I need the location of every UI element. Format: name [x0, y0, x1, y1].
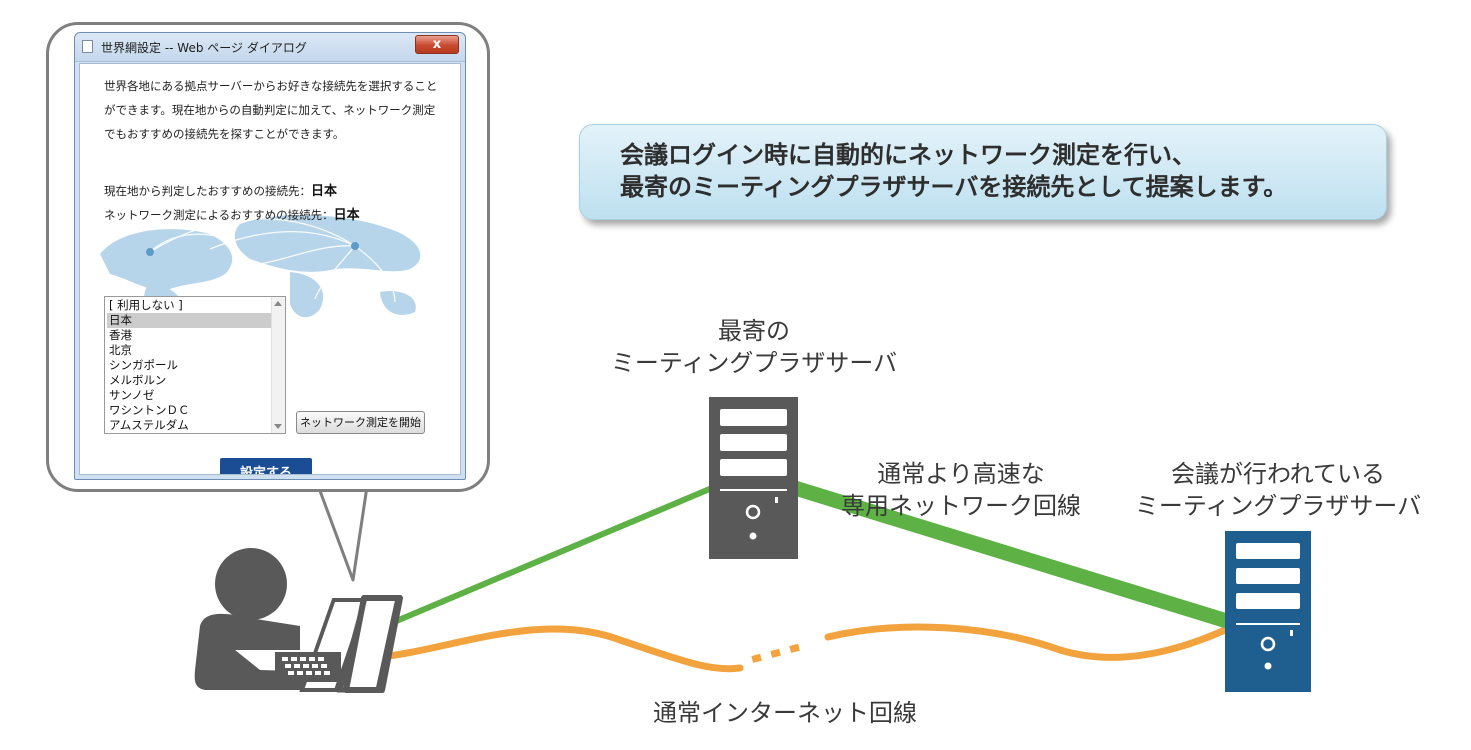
network-recommendation: ネットワーク測定によるおすすめの接続先：日本: [104, 204, 360, 223]
ellipsis-text: ・・・: [745, 636, 746, 637]
web-page-dialog: 世界網設定 -- Web ページ ダイアログ x: [74, 32, 466, 480]
nearest-server-label-line1: 最寄の: [718, 317, 790, 345]
info-banner-line2: 最寄のミーティングプラザサーバを接続先として提案します。: [620, 173, 1288, 201]
server-select-list[interactable]: [ 利用しない ] 日本 香港 北京 シンガポール メルボルン サンノゼ ワシン…: [104, 296, 286, 434]
list-item[interactable]: 香港: [109, 328, 132, 342]
close-icon: x: [432, 37, 442, 52]
list-item[interactable]: シンガポール: [109, 358, 178, 372]
nearest-server-icon: [709, 397, 798, 559]
list-item[interactable]: 北京: [109, 343, 132, 357]
world-map-icon: [100, 214, 421, 324]
dedicated-line-label-line2: 専用ネットワーク回線: [841, 492, 1081, 520]
dialog-title: 世界網設定 -- Web ページ ダイアログ: [101, 41, 307, 55]
location-recommendation-label: 現在地から判定したおすすめの接続先：: [104, 184, 311, 198]
access-line-to-nearest-server: [372, 485, 715, 633]
dedicated-network-line: [792, 480, 1233, 630]
info-banner-text: 会議ログイン時に自動的にネットワーク測定を行い、 最寄のミーティングプラザサーバ…: [620, 139, 1287, 203]
list-item[interactable]: メルボルン: [109, 373, 167, 387]
internet-line: [376, 625, 744, 673]
document-icon: [82, 40, 93, 53]
apply-settings-button[interactable]: 設定する: [220, 458, 312, 474]
network-recommendation-value: 日本: [333, 208, 360, 223]
user-at-laptop-icon: [194, 548, 403, 693]
ellipsis-dot: [789, 643, 800, 653]
dialog-titlebar[interactable]: 世界網設定 -- Web ページ ダイアログ x: [75, 33, 465, 62]
list-item[interactable]: サンノゼ: [109, 388, 155, 402]
dialog-body: 世界各地にある拠点サーバーからお好きな接続先を選択することができます。現在地から…: [79, 63, 461, 475]
ellipsis-dot: [751, 653, 762, 663]
info-banner-line1: 会議ログイン時に自動的にネットワーク測定を行い、: [620, 141, 1196, 169]
internet-line-label: 通常インターネット回線: [653, 699, 917, 727]
nearest-server-label: 最寄の ミーティングプラザサーバ: [594, 315, 914, 379]
scroll-down-icon[interactable]: [274, 424, 282, 429]
list-item[interactable]: [ 利用しない ]: [109, 298, 183, 312]
meeting-server-icon: [1225, 531, 1311, 692]
dialog-description: 世界各地にある拠点サーバーからお好きな接続先を選択することができます。現在地から…: [104, 79, 438, 141]
meeting-server-label: 会議が行われている ミーティングプラザサーバ: [1108, 458, 1448, 522]
location-recommendation: 現在地から判定したおすすめの接続先：日本: [104, 180, 337, 199]
network-test-button[interactable]: ネットワーク測定を開始: [296, 411, 425, 434]
dedicated-line-label-line1: 通常より高速な: [877, 460, 1045, 488]
internet-line-continued: [824, 623, 1229, 661]
list-item[interactable]: ワシントンＤＣ: [109, 403, 190, 417]
meeting-server-label-line2: ミーティングプラザサーバ: [1134, 492, 1422, 520]
list-item-selected[interactable]: 日本: [107, 313, 271, 328]
info-banner: 会議ログイン時に自動的にネットワーク測定を行い、 最寄のミーティングプラザサーバ…: [579, 124, 1387, 220]
scroll-up-icon[interactable]: [274, 301, 282, 306]
list-item[interactable]: アムステルダム: [109, 418, 189, 432]
meeting-server-label-line1: 会議が行われている: [1170, 460, 1386, 488]
callout-tail: [314, 478, 370, 582]
ellipsis-dot: [770, 648, 781, 658]
list-scrollbar[interactable]: [271, 297, 285, 433]
dedicated-line-label: 通常より高速な 専用ネットワーク回線: [826, 458, 1096, 522]
network-recommendation-label: ネットワーク測定によるおすすめの接続先：: [104, 208, 334, 222]
close-button[interactable]: x: [415, 35, 459, 54]
location-recommendation-value: 日本: [311, 184, 338, 199]
nearest-server-label-line2: ミーティングプラザサーバ: [610, 349, 898, 377]
